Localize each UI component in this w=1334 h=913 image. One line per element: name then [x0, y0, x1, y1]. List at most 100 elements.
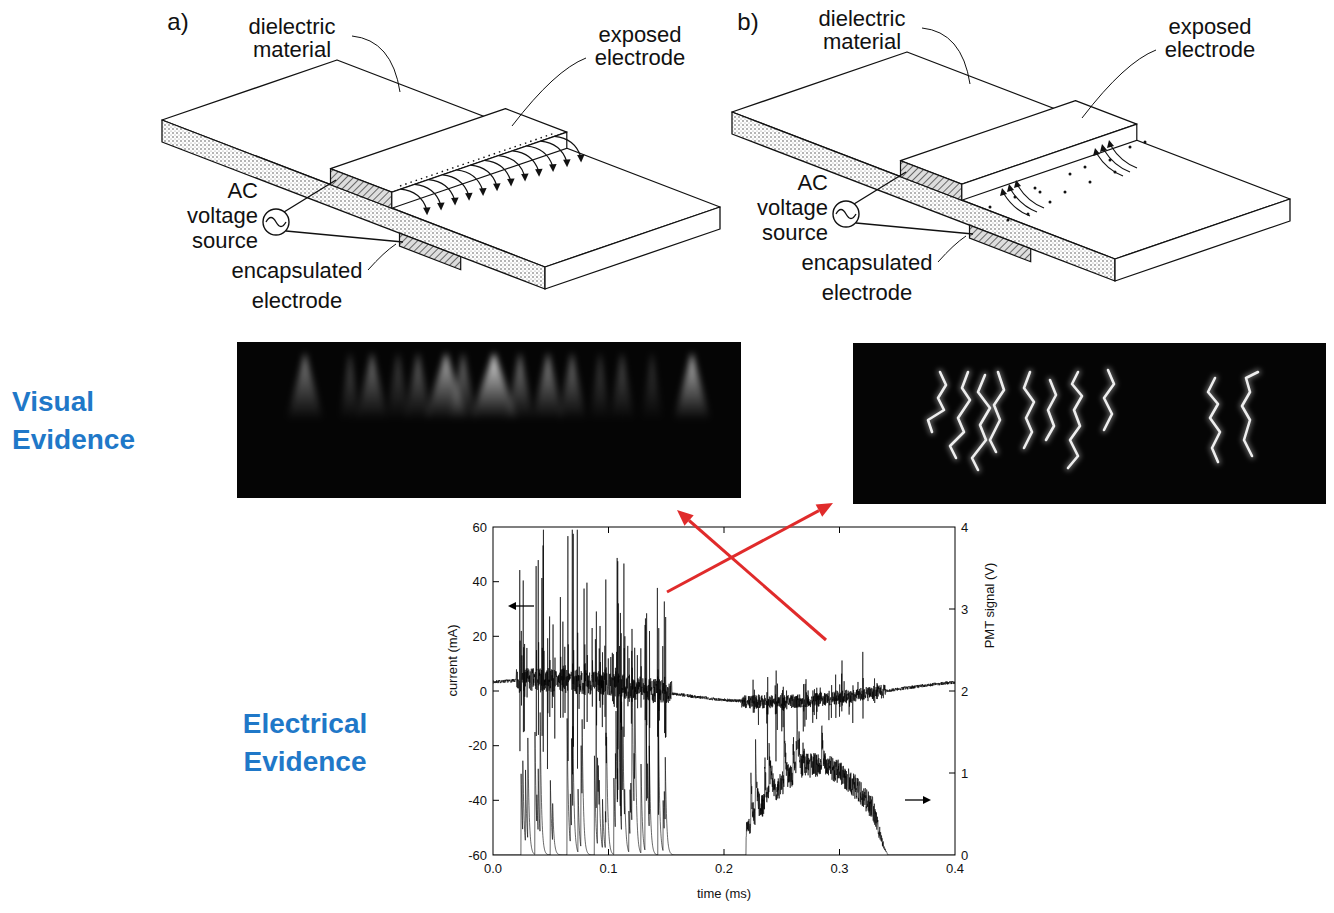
axis-title: time (ms): [697, 886, 751, 901]
field-arrows: [541, 141, 571, 167]
charge-dots: [1109, 159, 1112, 162]
red-arrow: [689, 521, 826, 641]
charge-dots: [989, 206, 992, 209]
signal-chart: [493, 527, 955, 855]
red-arrow: [667, 503, 833, 640]
axis-title: current (mA): [444, 624, 459, 696]
tick-label: 2: [961, 684, 968, 699]
discharge-photo: [237, 342, 741, 498]
discharge-photo: [558, 352, 586, 420]
field-arrows: [401, 189, 431, 215]
axis-ticks: [493, 527, 955, 855]
discharge-photo: [928, 370, 1258, 470]
tick-label: 0: [961, 848, 968, 863]
discharge-photo: [853, 343, 1326, 504]
part-label: exposed electrode: [595, 23, 686, 69]
tick-label: 1: [961, 766, 968, 781]
discharge-photo: [590, 352, 610, 420]
tick-label: -40: [468, 793, 487, 808]
charge-dots: [989, 141, 1147, 222]
discharge-photo: [928, 370, 1258, 470]
actuator-sketch: [732, 28, 1290, 281]
charge-dots: [1039, 191, 1042, 194]
part-label: AC voltage source: [187, 178, 258, 253]
discharge-photo: [506, 352, 534, 420]
discharge-photo: [449, 352, 477, 420]
charge-dots: [1129, 146, 1132, 149]
axis-pointer: [508, 602, 516, 610]
field-arrows: [400, 133, 585, 215]
part-label: dielectric material: [819, 7, 906, 53]
charge-dots: [1144, 141, 1147, 144]
tick-label: -20: [468, 738, 487, 753]
discharge-photo: [532, 352, 564, 420]
red-arrow: [677, 510, 694, 526]
discharge-photo: [642, 352, 662, 420]
field-arrows: [457, 170, 487, 196]
actuator-sketch: [732, 28, 1290, 281]
discharge-photo: [340, 352, 360, 420]
charge-dots: [400, 133, 555, 186]
tick-label: 20: [473, 629, 487, 644]
tick-label: -60: [468, 848, 487, 863]
discharge-photo: [237, 342, 741, 498]
tick-label: 60: [473, 520, 487, 535]
charge-dots: [1049, 201, 1052, 204]
charge-dots: [1089, 181, 1092, 184]
charge-dots: [1014, 196, 1017, 199]
axis-title: PMT signal (V): [982, 562, 997, 648]
part-label: encapsulated electrode: [802, 248, 933, 308]
red-arrow: [816, 503, 833, 517]
field-arrows: [429, 180, 459, 206]
actuator-sketch: [162, 36, 720, 289]
field-arrows: [555, 136, 585, 162]
panel-letter: b): [737, 8, 758, 36]
field-arrows: [415, 184, 445, 210]
discharge-photo: [928, 370, 1258, 470]
field-arrows: [443, 175, 473, 201]
section-label: Visual Evidence: [12, 383, 135, 459]
current-trace: [493, 530, 955, 816]
field-arrows: [499, 156, 529, 182]
discharge-photo: [853, 343, 1326, 504]
axis-pointer: [923, 796, 931, 804]
part-label: exposed electrode: [1165, 15, 1256, 61]
charge-dots: [1069, 173, 1072, 176]
section-label: Electrical Evidence: [243, 705, 368, 781]
ion-arrows: [1000, 140, 1137, 216]
discharge-photo: [674, 352, 710, 420]
pmt-trace: [493, 603, 955, 855]
field-arrows: [527, 146, 557, 172]
charge-dots: [1007, 219, 1010, 222]
tick-label: 0.1: [599, 861, 617, 876]
charge-dots: [1034, 187, 1037, 190]
charge-dots: [1114, 171, 1117, 174]
tick-label: 0.0: [484, 861, 502, 876]
part-label: AC voltage source: [757, 170, 828, 245]
tick-label: 0: [480, 684, 487, 699]
part-label: dielectric material: [249, 15, 336, 61]
discharge-photo: [356, 352, 388, 420]
axis-pointer: [514, 605, 534, 606]
discharge-photo: [287, 352, 710, 420]
field-arrows: [471, 165, 501, 191]
ion-arrows: [1000, 180, 1044, 216]
charge-dots: [1064, 191, 1067, 194]
panel-letter: a): [167, 8, 188, 36]
actuator-sketch: [162, 36, 720, 289]
charge-dots: [1084, 166, 1087, 169]
tick-label: 4: [961, 520, 968, 535]
tick-label: 3: [961, 602, 968, 617]
discharge-photo: [287, 352, 323, 420]
tick-label: 0.2: [715, 861, 733, 876]
field-arrows: [513, 151, 543, 177]
signal-chart: [493, 527, 955, 855]
part-label: encapsulated electrode: [232, 256, 363, 316]
charge-dots: [1027, 213, 1030, 216]
field-arrows: [485, 160, 515, 186]
signal-chart: [493, 530, 955, 855]
axis-pointer: [905, 799, 925, 800]
ion-arrows: [1093, 140, 1137, 176]
